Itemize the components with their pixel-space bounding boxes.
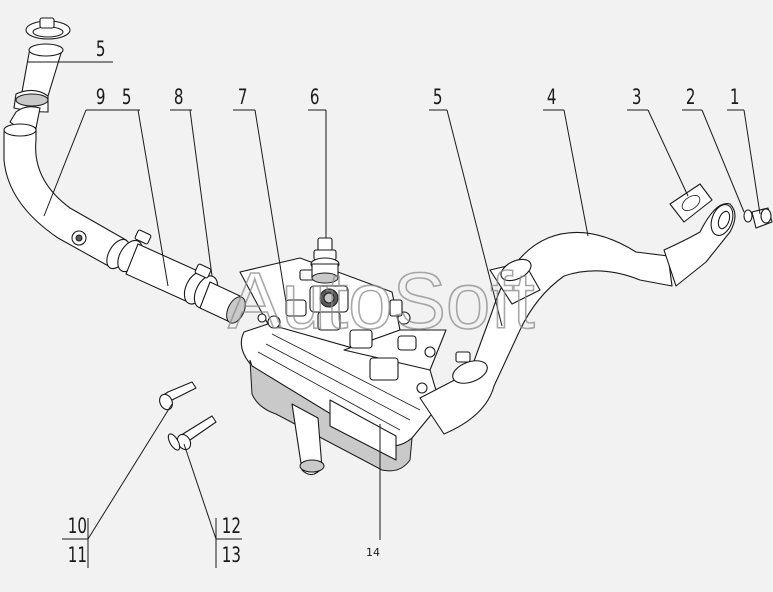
- callout-7: 7: [238, 86, 248, 110]
- callout-5-top: 5: [96, 38, 106, 62]
- top-hose-clamp-drawing: [9, 17, 71, 129]
- callout-labels: 5 9 5 8 7 6 5 4 3 2 1 14 10 11 12 13: [68, 38, 740, 568]
- leader-lines: [28, 61, 761, 568]
- callout-11: 11: [68, 544, 87, 568]
- callout-9: 9: [96, 86, 106, 110]
- callout-8: 8: [174, 86, 184, 110]
- callout-5-right: 5: [433, 86, 443, 110]
- callout-6: 6: [310, 86, 320, 110]
- tube-5-8-drawing: [117, 229, 246, 324]
- callout-10: 10: [68, 515, 87, 539]
- callout-2: 2: [686, 86, 696, 110]
- gasket-washer-bolt-drawing: [669, 183, 773, 229]
- pipe-9-drawing: [3, 123, 130, 270]
- fitting-6-drawing: [309, 237, 349, 313]
- callout-1: 1: [730, 86, 740, 110]
- autosoft-watermark: AutoSoft: [228, 256, 535, 345]
- return-hose-drawing: [419, 203, 736, 435]
- callout-13: 13: [222, 544, 241, 568]
- callout-14: 14: [366, 546, 380, 559]
- callout-4: 4: [547, 86, 557, 110]
- callout-3: 3: [632, 86, 642, 110]
- callout-5-left: 5: [122, 86, 132, 110]
- loose-bolts-drawing: [159, 381, 217, 451]
- callout-12: 12: [222, 515, 241, 539]
